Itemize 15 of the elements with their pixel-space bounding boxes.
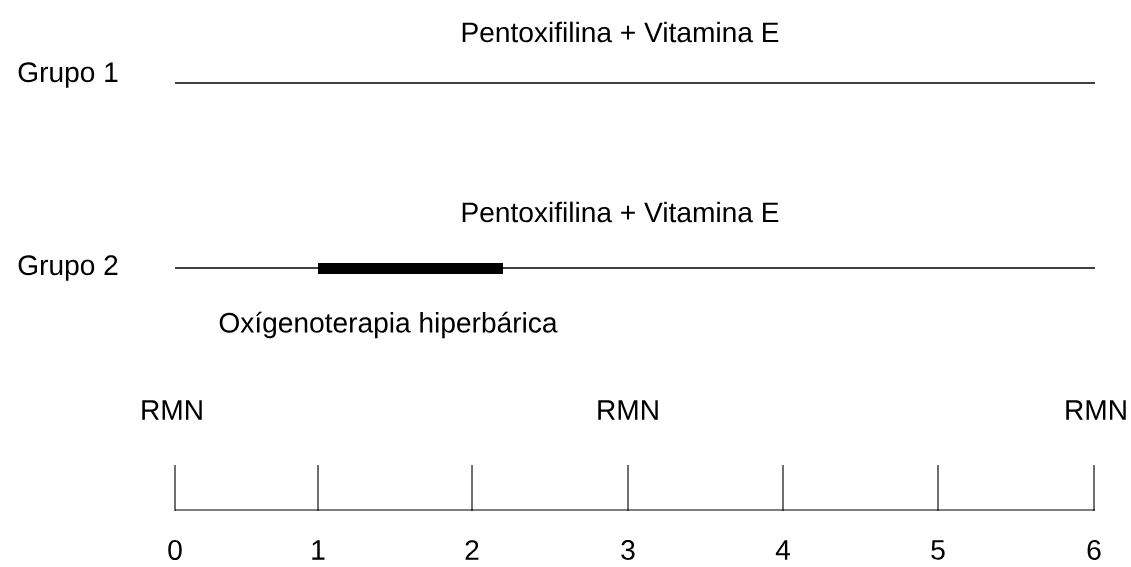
- scan-label: RMN: [142, 400, 202, 420]
- scan-label: RMN: [1066, 400, 1126, 420]
- tick-label: 3: [621, 540, 635, 560]
- treatment-label: Pentoxifilina + Vitamina E: [462, 201, 779, 223]
- scan-label: RMN: [598, 400, 658, 420]
- tick-label: 4: [775, 540, 790, 560]
- treatment-label: Oxígenoterapia hiperbárica: [219, 311, 558, 339]
- tick-label: 5: [931, 540, 945, 560]
- group-label: Grupo 1: [18, 62, 118, 88]
- tick-label: 2: [465, 540, 479, 560]
- tick-label: 0: [168, 540, 182, 560]
- group-label: Grupo 2: [18, 255, 118, 281]
- treatment-label: Pentoxifilina + Vitamina E: [462, 21, 779, 43]
- tick-label: 6: [1087, 540, 1101, 560]
- tick-label: 1: [312, 540, 325, 560]
